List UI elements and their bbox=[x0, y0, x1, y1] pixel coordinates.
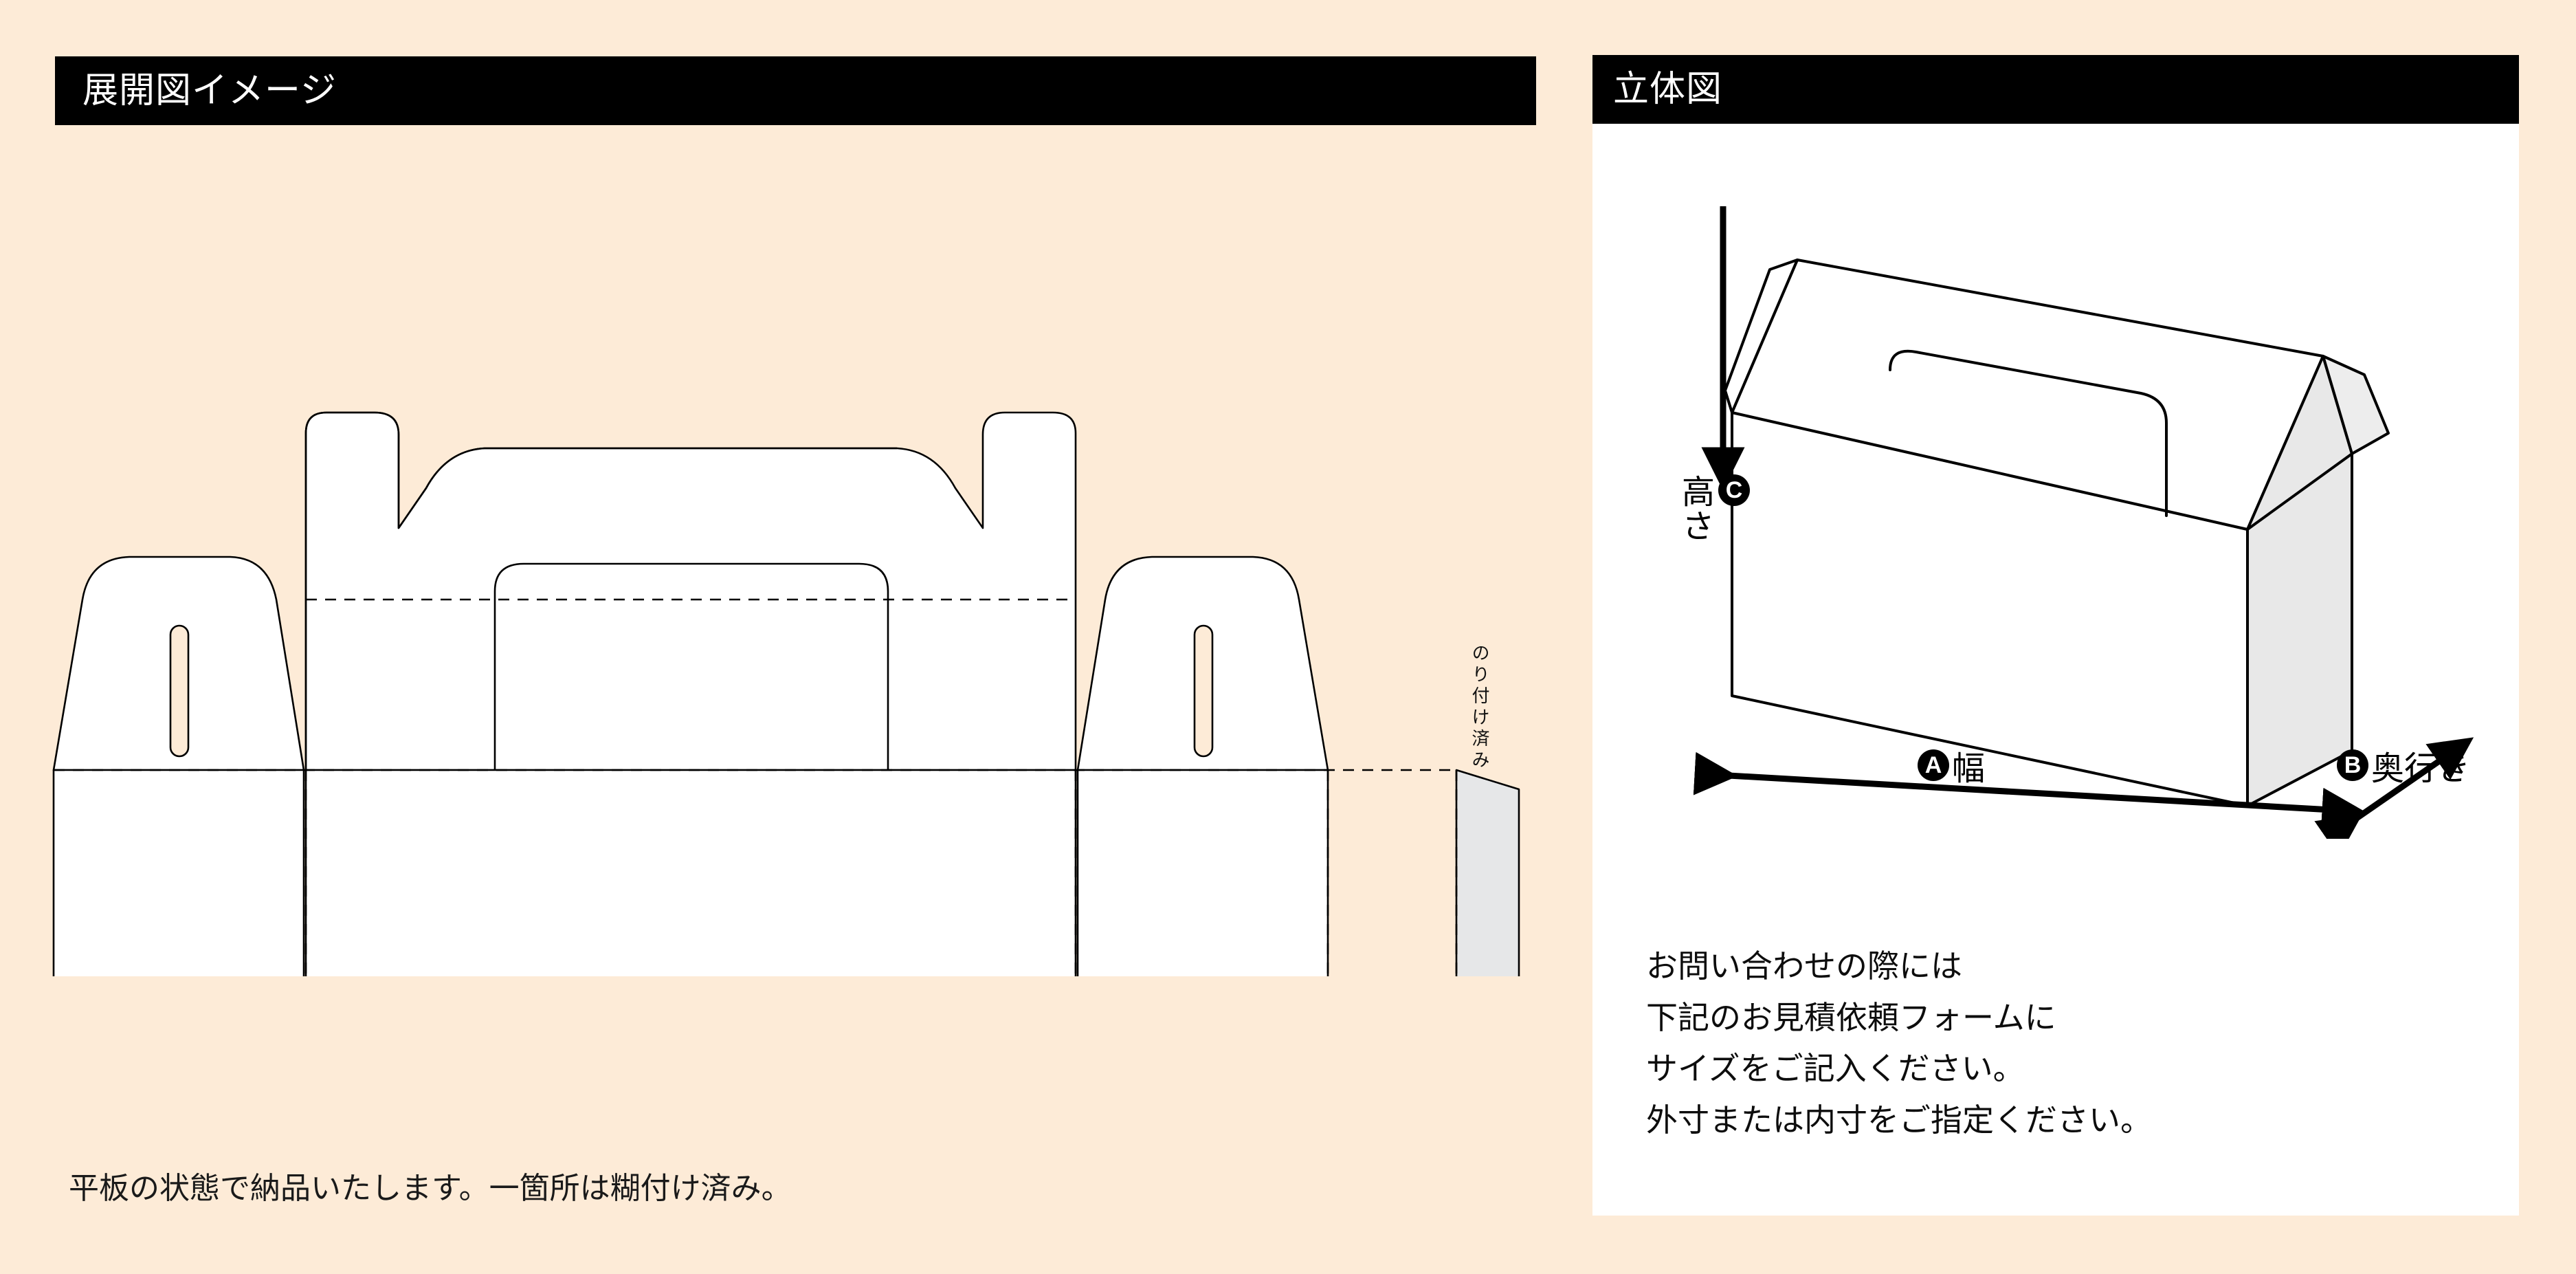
instruction-line-4: 外寸または内寸をご指定ください。 bbox=[1646, 1101, 2152, 1138]
box-right-gable-flap bbox=[2322, 355, 2390, 455]
dimension-text-depth: 奥行き bbox=[2371, 751, 2471, 787]
instruction-line-3: サイズをご記入ください。 bbox=[1646, 1051, 2025, 1087]
unfolded-diagram-header: 展開図イメージ bbox=[55, 56, 1536, 125]
dimension-text-height: 高さ bbox=[1676, 474, 1713, 543]
instruction-text-block: お問い合わせの際には 下記のお見積依頼フォームに サイズをご記入ください。 外寸… bbox=[1646, 941, 2152, 1145]
glue-tab-label: のり付け済み bbox=[1469, 644, 1490, 771]
box-handle-cutout bbox=[1889, 349, 2168, 517]
badge-a: A bbox=[1918, 749, 1949, 781]
dimension-text-width: 幅 bbox=[1952, 751, 1986, 787]
dimension-label-depth: B 奥行き bbox=[2337, 741, 2470, 789]
dieline-front-handle-cutout bbox=[493, 562, 889, 770]
dimension-label-height: C 高さ bbox=[1670, 474, 1750, 543]
dieline-glue-tab bbox=[1455, 769, 1520, 976]
box-3d-illustration bbox=[1724, 259, 2390, 807]
badge-b: B bbox=[2337, 749, 2368, 781]
dimension-label-width: A 幅 bbox=[1918, 741, 1985, 789]
dieline-caption: 平板の状態で納品いたします。一箇所は糊付け済み。 bbox=[69, 1172, 792, 1205]
dieline-front-gable-top bbox=[304, 411, 1077, 771]
dieline-front-wall-panel bbox=[304, 769, 1077, 976]
dieline-back-wall-panel bbox=[1330, 770, 1456, 976]
badge-c: C bbox=[1718, 474, 1750, 506]
slot-right-side-flap bbox=[1193, 624, 1214, 758]
unfolded-diagram-title: 展開図イメージ bbox=[82, 71, 337, 111]
dieline-slots bbox=[169, 624, 1214, 758]
dieline-fold-lines bbox=[54, 598, 1458, 976]
three-d-diagram-title: 立体図 bbox=[1613, 69, 1723, 109]
slot-left-side-flap bbox=[169, 624, 190, 758]
dieline-right-wall-panel bbox=[1076, 769, 1329, 976]
instruction-line-2: 下記のお見積依頼フォームに bbox=[1646, 999, 2056, 1035]
three-d-diagram-header: 立体図 bbox=[1592, 55, 2519, 124]
instruction-line-1: お問い合わせの際には bbox=[1646, 948, 1962, 984]
unfolded-diagram-section: 展開図イメージ bbox=[52, 56, 1536, 1205]
dieline-left-wall-panel bbox=[52, 769, 305, 976]
dieline-back-gable-top bbox=[304, 411, 897, 770]
dieline-drawing bbox=[52, 411, 1520, 976]
